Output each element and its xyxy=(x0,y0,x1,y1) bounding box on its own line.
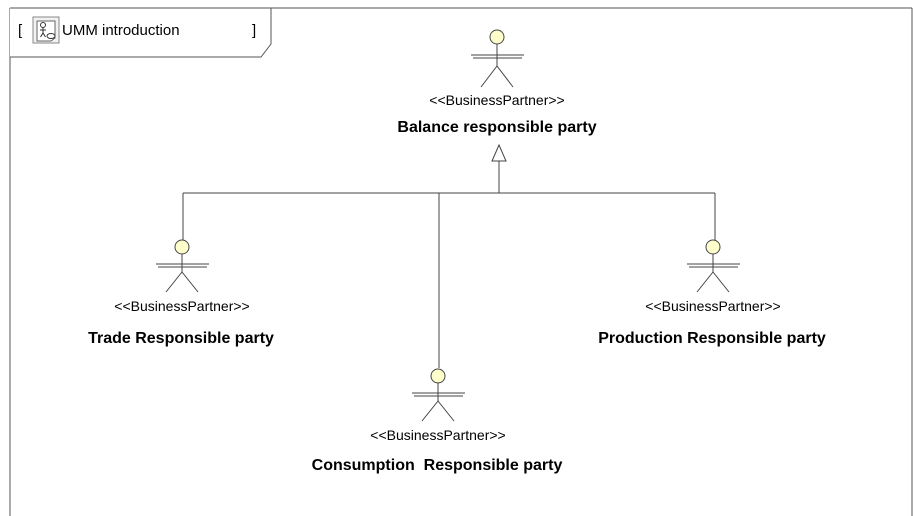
actor-figure-icon xyxy=(412,368,465,422)
actor-stereotype: <<BusinessPartner>> xyxy=(114,298,249,314)
actor-trade-responsible-party[interactable]: <<BusinessPartner>> Trade Responsible pa… xyxy=(88,239,274,347)
actor-diagram-icon xyxy=(32,16,60,44)
actor-balance-responsible-party[interactable]: <<BusinessPartner>> Balance responsible … xyxy=(397,29,597,136)
actor-name: Production Responsible party xyxy=(598,330,826,347)
actor-name: Consumption Responsible party xyxy=(312,457,563,474)
actor-production-responsible-party[interactable]: <<BusinessPartner>> Production Responsib… xyxy=(598,239,826,347)
frame-close-bracket: ] xyxy=(252,22,256,39)
frame-open-bracket: [ xyxy=(18,22,23,39)
actor-stereotype: <<BusinessPartner>> xyxy=(429,92,564,108)
actor-figure-icon xyxy=(687,239,740,293)
generalization-arrowhead xyxy=(491,143,507,162)
generalization-connectors xyxy=(182,143,716,368)
actor-figure-icon xyxy=(156,239,209,293)
frame-title: UMM introduction xyxy=(62,22,180,39)
actor-consumption-responsible-party[interactable]: <<BusinessPartner>> Consumption Responsi… xyxy=(312,368,563,474)
actor-name: Trade Responsible party xyxy=(88,330,274,347)
actor-stereotype: <<BusinessPartner>> xyxy=(645,298,780,314)
frame-title-tab[interactable]: [ UMM introduction ] xyxy=(10,7,272,58)
actor-stereotype: <<BusinessPartner>> xyxy=(370,427,505,443)
actor-figure-icon xyxy=(471,29,524,88)
actor-name: Balance responsible party xyxy=(397,119,596,136)
